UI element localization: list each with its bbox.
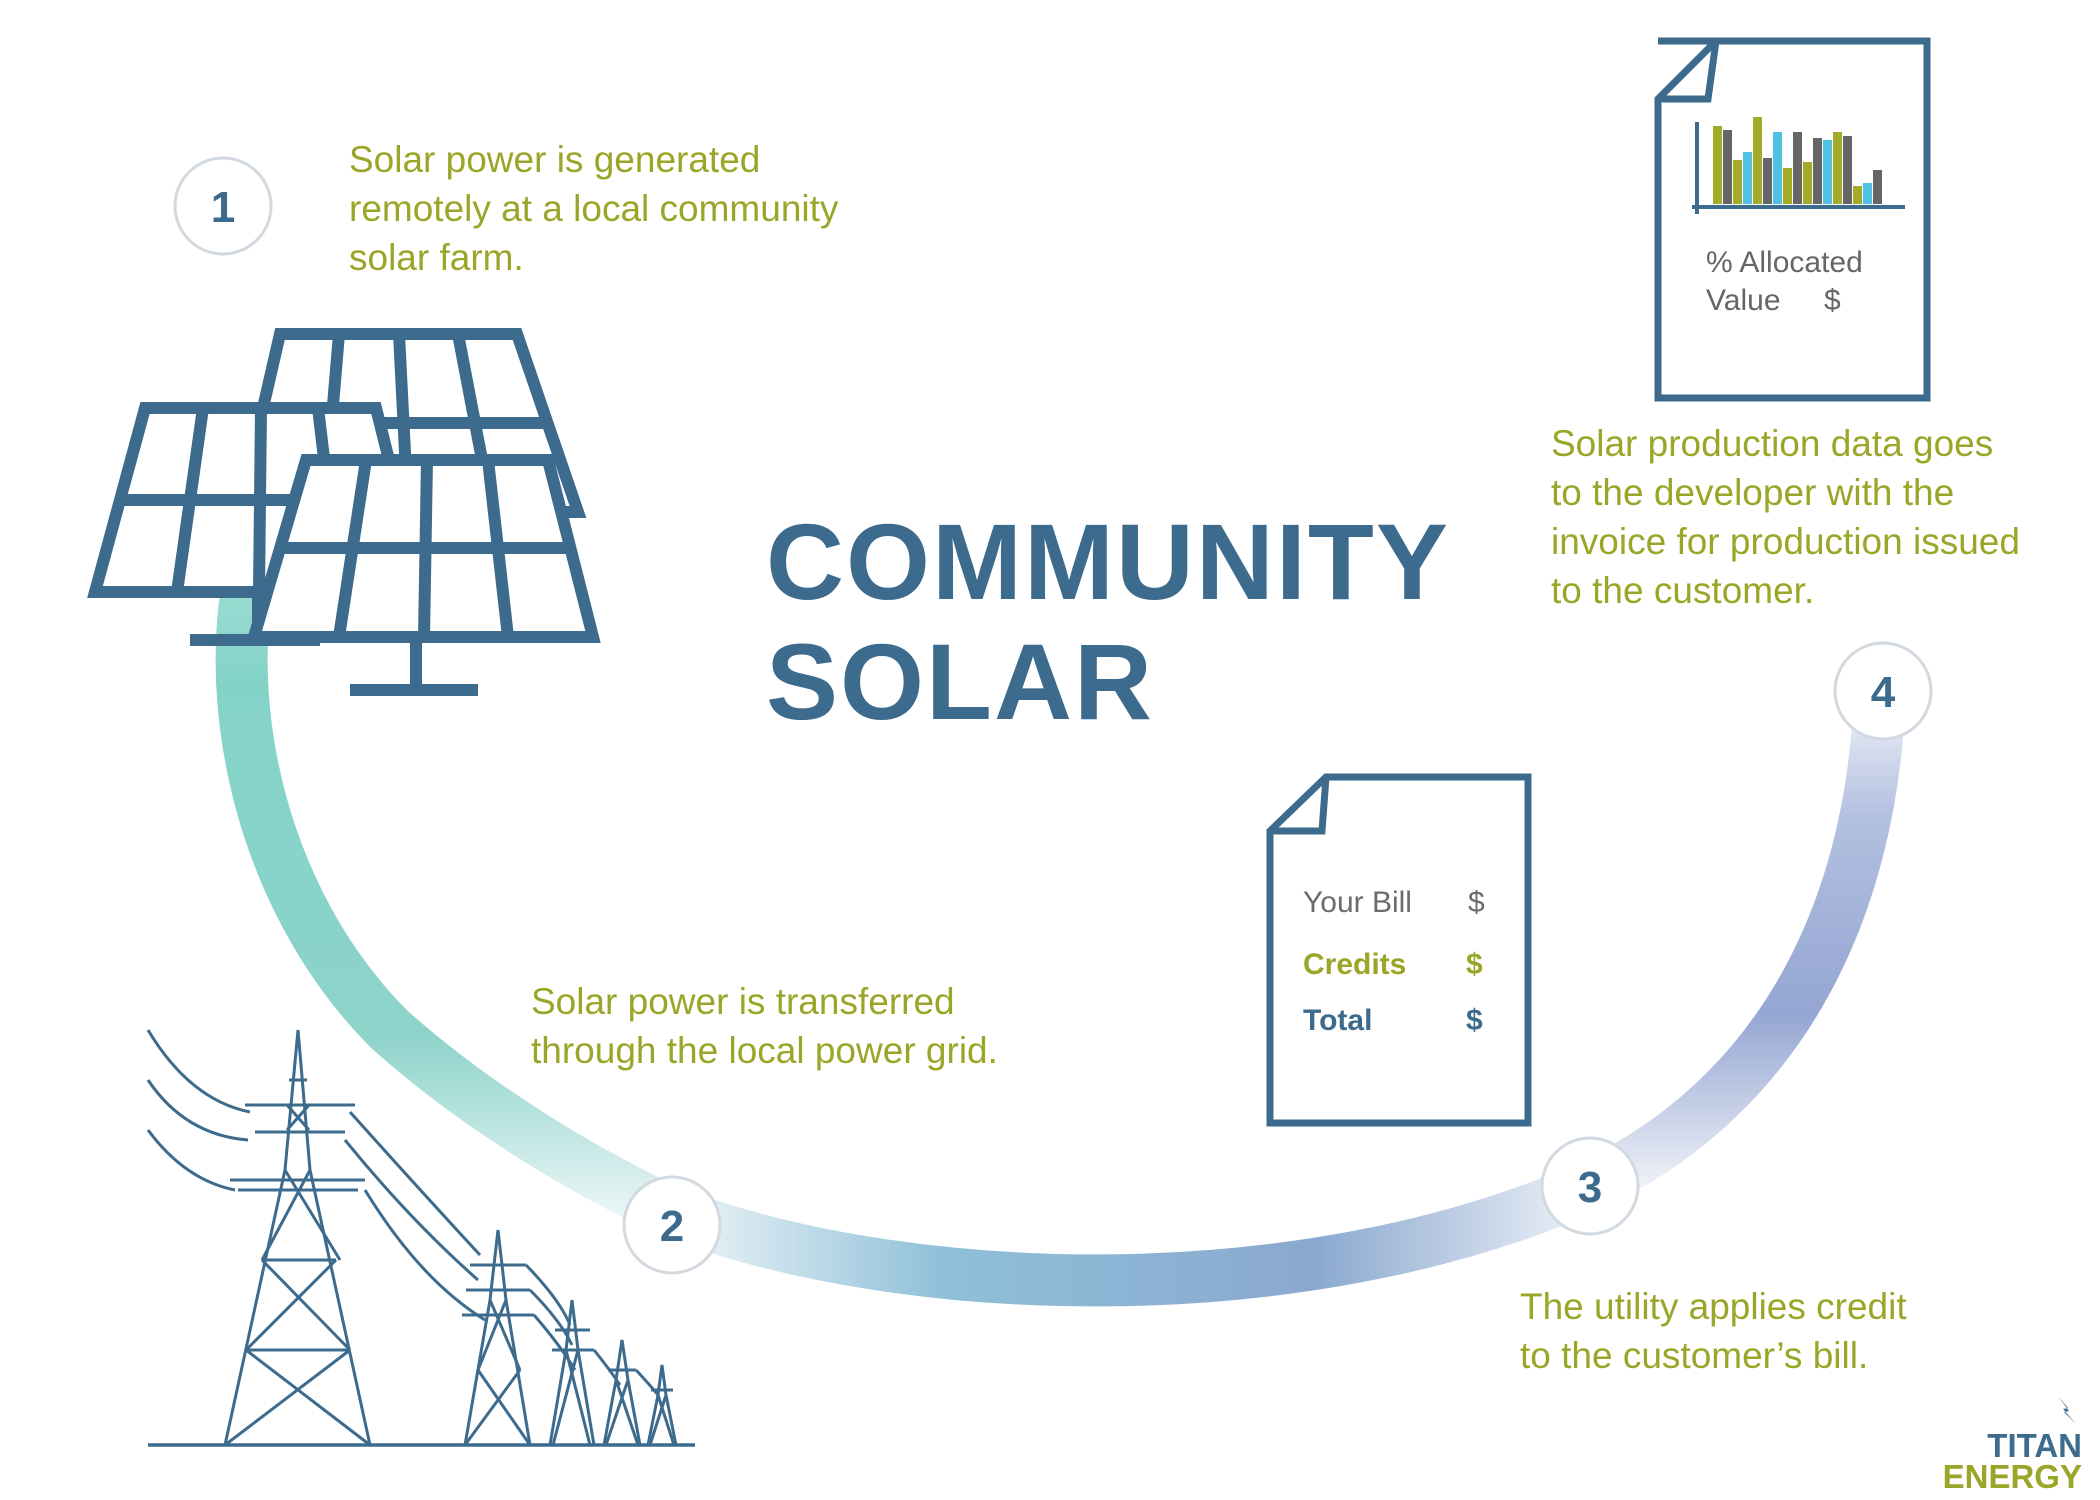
step-4-caption-line: invoice for production issued bbox=[1551, 521, 2020, 562]
step-badge-3: 3 bbox=[1540, 1136, 1640, 1236]
diagram-title: COMMUNITY SOLAR bbox=[766, 502, 1450, 742]
step-1-caption-line: solar farm. bbox=[349, 237, 524, 278]
step-3-caption: The utility applies credit to the custom… bbox=[1520, 1282, 1907, 1380]
step-2-caption-line: Solar power is transferred bbox=[531, 981, 955, 1022]
invoice-value-symbol: $ bbox=[1824, 284, 1841, 317]
step-3-caption-line: to the customer’s bill. bbox=[1520, 1335, 1869, 1376]
step-number-3: 3 bbox=[1578, 1163, 1602, 1212]
invoice-bar-chart bbox=[1692, 117, 1905, 214]
tower-small-3 bbox=[646, 1364, 678, 1446]
invoice-value-label: Value bbox=[1706, 284, 1781, 317]
step-number-2: 2 bbox=[660, 1202, 684, 1251]
step-1-caption-line: Solar power is generated bbox=[349, 139, 761, 180]
logo-bolt-icon bbox=[2058, 1396, 2076, 1424]
title-line-2: SOLAR bbox=[766, 621, 1154, 742]
step-4-caption-line: to the customer. bbox=[1551, 570, 1815, 611]
step-3-caption-line: The utility applies credit bbox=[1520, 1286, 1907, 1327]
bill-document-icon: Your Bill $ Credits $ Total $ bbox=[1266, 773, 1532, 1127]
step-2-caption-line: through the local power grid. bbox=[531, 1030, 998, 1071]
step-4-caption: Solar production data goes to the develo… bbox=[1551, 419, 2020, 615]
bill-total-label: Total bbox=[1303, 1004, 1372, 1037]
solar-panel-front bbox=[245, 454, 601, 696]
step-4-caption-line: to the developer with the bbox=[1551, 472, 1955, 513]
step-number-4: 4 bbox=[1871, 668, 1896, 717]
titan-energy-logo: TITAN ENERGY bbox=[1942, 1396, 2082, 1495]
step-badge-4: 4 bbox=[1833, 641, 1933, 741]
step-4-caption-line: Solar production data goes bbox=[1551, 423, 1994, 464]
bill-credits-symbol: $ bbox=[1466, 948, 1483, 981]
step-badge-2: 2 bbox=[622, 1175, 722, 1275]
step-1-caption-line: remotely at a local community bbox=[349, 188, 839, 229]
step-2-caption: Solar power is transferred through the l… bbox=[531, 977, 998, 1075]
title-line-1: COMMUNITY bbox=[766, 501, 1450, 622]
tower-medium bbox=[462, 1229, 577, 1446]
bill-credits-label: Credits bbox=[1303, 948, 1406, 981]
tower-small-2 bbox=[602, 1339, 660, 1446]
step-1-caption: Solar power is generated remotely at a l… bbox=[349, 135, 838, 282]
bill-total-symbol: $ bbox=[1466, 1004, 1483, 1037]
tower-large bbox=[146, 1029, 486, 1447]
step-number-1: 1 bbox=[211, 183, 235, 232]
transmission-towers-icon bbox=[146, 1029, 695, 1447]
bill-your-bill-label: Your Bill bbox=[1303, 886, 1412, 919]
solar-panels-icon bbox=[87, 328, 601, 696]
invoice-allocated-label: % Allocated bbox=[1706, 246, 1863, 279]
logo-line-2: ENERGY bbox=[1942, 1458, 2082, 1495]
step-badge-1: 1 bbox=[173, 156, 273, 256]
invoice-document-icon: % Allocated Value $ bbox=[1654, 37, 1931, 402]
bill-your-bill-symbol: $ bbox=[1468, 886, 1485, 919]
logo-line-1: TITAN bbox=[1987, 1427, 2082, 1464]
